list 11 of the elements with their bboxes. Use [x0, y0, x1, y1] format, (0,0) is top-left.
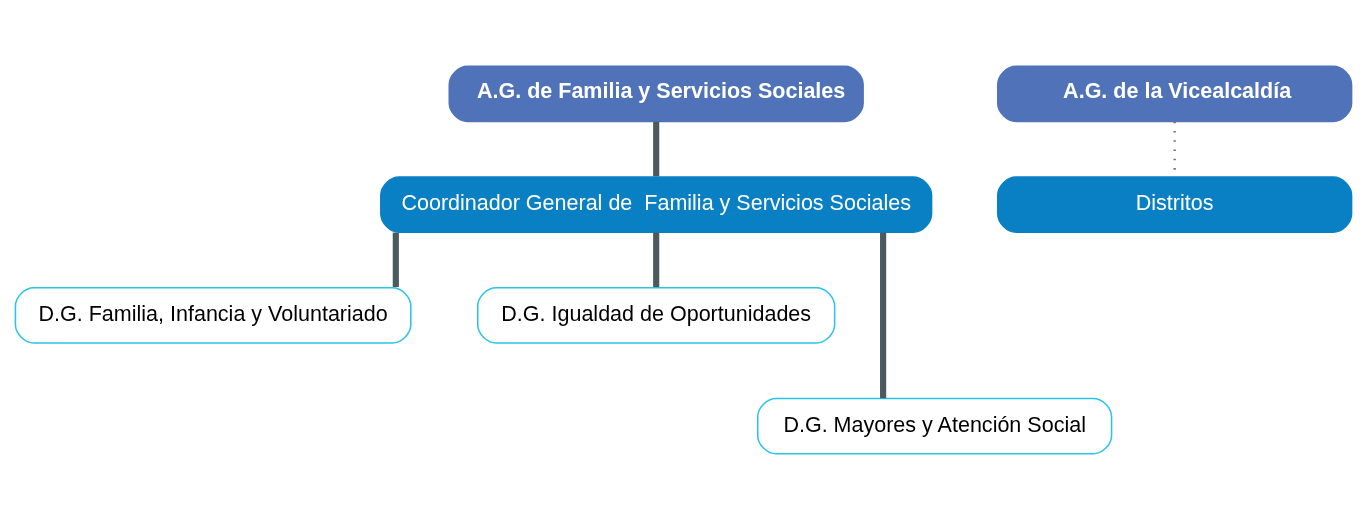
node-box: D.G. Mayores y Atención Social [756, 397, 1113, 455]
connector [880, 232, 887, 399]
node-box: D.G. Igualdad de Oportunidades [476, 286, 836, 344]
connector [653, 121, 660, 177]
connector [392, 232, 399, 288]
connector [653, 232, 660, 288]
node-box: Distritos [996, 176, 1353, 234]
node-box: A.G. de la Vicealcaldía [996, 65, 1353, 123]
node-box: A.G. de Familia y Servicios Sociales [448, 65, 864, 123]
node-box: D.G. Familia, Infancia y Voluntariado [14, 286, 412, 344]
node-box: Coordinador General de Familia y Servicios Sociales [380, 176, 933, 234]
